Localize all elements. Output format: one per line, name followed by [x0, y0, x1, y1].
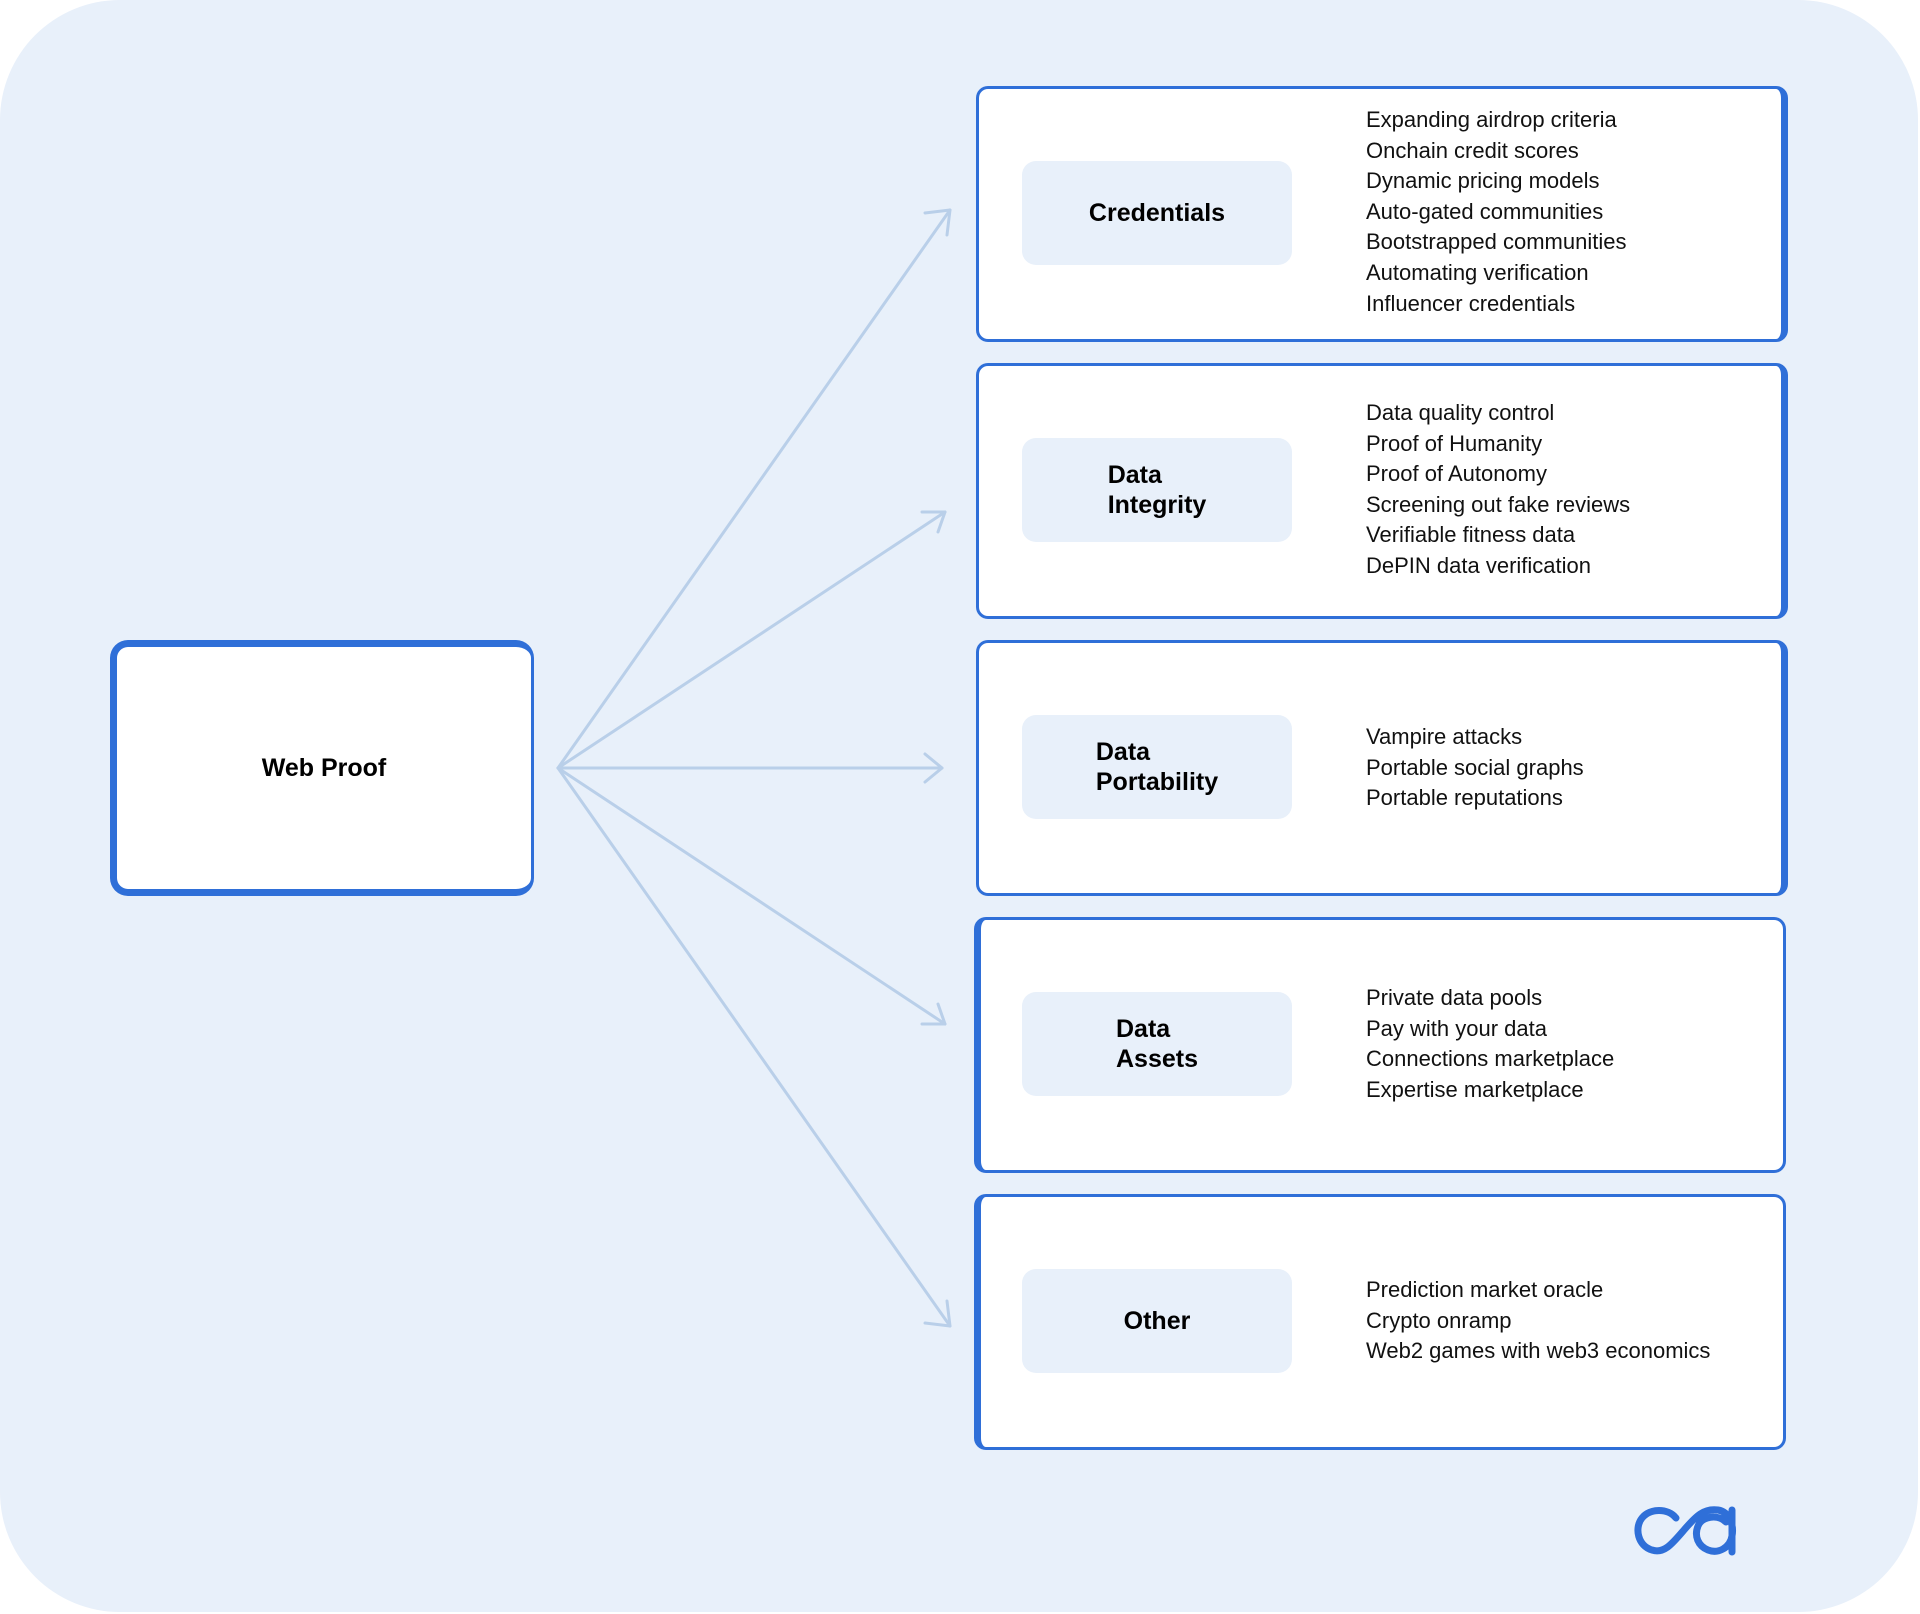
list-item: DePIN data verification: [1366, 552, 1591, 578]
category-label: Data Assets: [1116, 1015, 1198, 1073]
category-pill-data-assets: Data Assets: [1022, 992, 1292, 1096]
category-label: Data Integrity: [1107, 461, 1207, 519]
category-pill-data-integrity: Data Integrity: [1022, 438, 1292, 542]
list-item: Influencer credentials: [1366, 290, 1576, 316]
list-item: Web2 games with web3 economics: [1366, 1338, 1711, 1364]
arrowhead-data-integrity: [920, 510, 947, 534]
list-item: Expanding airdrop criteria: [1366, 107, 1617, 132]
arrow-to-credentials: [556, 208, 952, 770]
category-pill-data-portability: Data Portability: [1022, 715, 1292, 819]
list-item: Portable social graphs: [1366, 754, 1584, 780]
arrowhead-data-assets: [920, 1002, 947, 1026]
arrowhead-credentials: [923, 208, 952, 237]
item-list-data-integrity: Data quality control Proof of Humanity P…: [1366, 398, 1630, 582]
list-item: Dynamic pricing models: [1366, 168, 1600, 194]
list-item: Pay with your data: [1366, 1015, 1547, 1041]
category-label: Other: [1123, 1307, 1191, 1335]
item-list-credentials: Expanding airdrop criteria Onchain credi…: [1366, 105, 1626, 319]
category-pill-credentials: Credentials: [1022, 161, 1292, 265]
arrowhead-other: [923, 1299, 952, 1328]
arrowhead-data-portability: [923, 752, 944, 784]
list-item: Bootstrapped communities: [1366, 229, 1627, 255]
list-item: Proof of Humanity: [1366, 430, 1543, 456]
item-list-data-assets: Private data pools Pay with your data Co…: [1366, 983, 1614, 1105]
list-item: Auto-gated communities: [1366, 198, 1604, 224]
list-item: Private data pools: [1366, 985, 1543, 1010]
list-item: Automating verification: [1366, 259, 1589, 285]
list-item: Screening out fake reviews: [1366, 491, 1631, 517]
root-node-web-proof: Web Proof: [110, 640, 534, 896]
list-item: Verifiable fitness data: [1366, 522, 1576, 548]
list-item: Prediction market oracle: [1366, 1277, 1604, 1302]
list-item: Connections marketplace: [1366, 1046, 1615, 1072]
list-item: Data quality control: [1366, 400, 1555, 425]
list-item: Proof of Autonomy: [1366, 461, 1547, 487]
list-item: Onchain credit scores: [1366, 137, 1579, 163]
item-list-other: Prediction market oracle Crypto onramp W…: [1366, 1275, 1710, 1367]
list-item: Portable reputations: [1366, 785, 1563, 811]
item-list-data-portability: Vampire attacks Portable social graphs P…: [1366, 722, 1584, 814]
ca-logo-icon: [1634, 1506, 1736, 1556]
category-label: Credentials: [1088, 199, 1226, 227]
list-item: Crypto onramp: [1366, 1307, 1512, 1333]
root-label: Web Proof: [261, 753, 387, 782]
arrow-to-data-assets: [556, 766, 947, 1026]
category-pill-other: Other: [1022, 1269, 1292, 1373]
list-item: Expertise marketplace: [1366, 1076, 1584, 1102]
arrow-to-data-integrity: [556, 510, 947, 770]
category-label: Data Portability: [1095, 738, 1219, 796]
arrow-to-other: [556, 766, 952, 1328]
list-item: Vampire attacks: [1366, 724, 1523, 749]
